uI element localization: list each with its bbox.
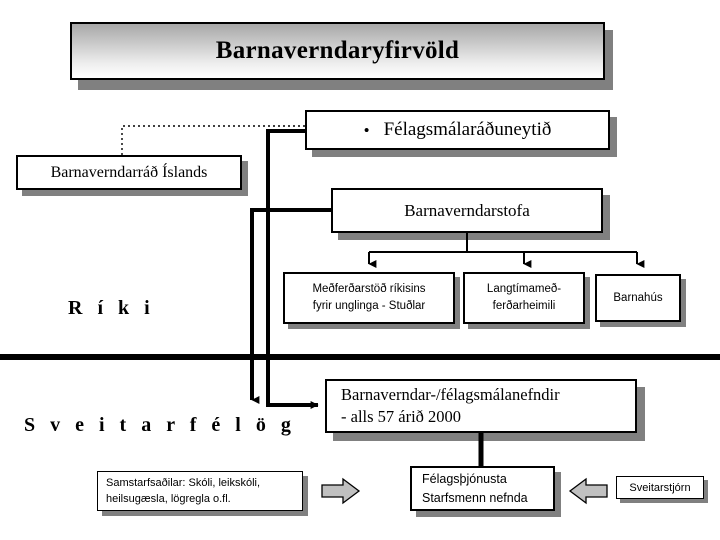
partners-shadow	[102, 511, 308, 516]
node-council-label: Barnaverndarráð Íslands	[50, 163, 208, 181]
node-service-line1: Félagsþjónusta	[422, 472, 507, 487]
node-service[interactable]: Félagsþjónusta Starfsmenn nefnda	[410, 466, 555, 511]
node-municipal-council-label: Sveitarstjórn	[629, 481, 691, 494]
dotted-connector-council-ministry	[121, 125, 305, 155]
block-arrow-left-icon	[568, 477, 608, 505]
page-title-text: Barnaverndaryfirvöld	[215, 37, 460, 64]
node-agency-label: Barnaverndarstofa	[404, 200, 530, 220]
node-institution-3[interactable]: Barnahús	[595, 274, 681, 322]
institution-2-shadow	[468, 324, 590, 329]
node-committees[interactable]: Barnaverndar-/félagsmálanefndir - alls 5…	[325, 379, 637, 433]
page-title: Barnaverndaryfirvöld	[70, 22, 605, 80]
node-service-content: Félagsþjónusta Starfsmenn nefnda	[422, 470, 528, 506]
node-agency[interactable]: Barnaverndarstofa	[331, 188, 603, 233]
committees-shadow-side	[637, 387, 645, 441]
institution-1-shadow	[288, 324, 460, 329]
service-shadow-side	[555, 472, 561, 517]
node-institution-1-line2: fyrir unglinga - Stuðlar	[312, 300, 426, 312]
agency-shadow-side	[603, 195, 610, 240]
service-shadow	[416, 511, 561, 517]
node-service-line2: Starfsmenn nefnda	[422, 490, 528, 505]
title-shadow	[78, 80, 613, 90]
node-institution-1-line1: Meðferðarstöð ríkisins	[312, 283, 426, 296]
municipal-council-shadow-side	[704, 480, 708, 503]
node-institution-2-content: Langtímameð- ferðarheimili	[487, 281, 561, 314]
title-shadow-side	[605, 30, 613, 88]
node-council[interactable]: Barnaverndarráð Íslands	[16, 155, 242, 190]
node-partners[interactable]: Samstarfsaðilar: Skóli, leikskóli, heils…	[97, 471, 303, 511]
node-committees-content: Barnaverndar-/félagsmálanefndir - alls 5…	[341, 384, 560, 429]
section-label-state: R í k i	[68, 297, 155, 319]
state-municipal-divider	[0, 354, 720, 360]
council-shadow-side	[242, 161, 248, 196]
node-institution-2-line1: Langtímameð-	[486, 283, 562, 296]
institution-3-shadow	[600, 322, 686, 327]
bullet-icon: •	[363, 120, 370, 140]
council-shadow	[22, 190, 248, 196]
node-committees-line2: - alls 57 árið 2000	[341, 407, 462, 426]
ministry-shadow	[312, 150, 617, 157]
block-arrow-right-icon	[321, 477, 361, 505]
agency-shadow	[338, 233, 610, 240]
node-ministry[interactable]: • Félagsmálaráðuneytið	[305, 110, 610, 150]
node-institution-1-content: Meðferðarstöð ríkisins fyrir unglinga - …	[312, 281, 425, 314]
partners-shadow-side	[303, 476, 308, 516]
ministry-shadow-side	[610, 117, 617, 157]
connector-ministry-to-committees	[266, 129, 319, 409]
node-partners-line2: heilsugæsla, lögregla o.fl.	[106, 493, 231, 505]
node-institution-2-line2: ferðarheimili	[492, 300, 556, 312]
node-partners-line1: Samstarfsaðilar: Skóli, leikskóli,	[106, 476, 261, 489]
node-institution-1[interactable]: Meðferðarstöð ríkisins fyrir unglinga - …	[283, 272, 455, 324]
node-municipal-council[interactable]: Sveitarstjórn	[616, 476, 704, 499]
section-label-municipalities: S v e i t a r f é l ö g	[24, 414, 296, 436]
node-partners-content: Samstarfsaðilar: Skóli, leikskóli, heils…	[106, 475, 260, 508]
node-institution-2[interactable]: Langtímameð- ferðarheimili	[463, 272, 585, 324]
institution-2-shadow-side	[585, 277, 590, 329]
municipal-council-shadow	[620, 499, 708, 503]
node-ministry-content: • Félagsmálaráðuneytið	[364, 119, 552, 141]
committees-shadow	[333, 433, 645, 441]
node-institution-3-label: Barnahús	[613, 291, 663, 304]
institution-1-shadow-side	[455, 277, 460, 329]
node-committees-line1: Barnaverndar-/félagsmálanefndir	[341, 384, 560, 404]
node-ministry-label: Félagsmálaráðuneytið	[383, 119, 552, 140]
institution-3-shadow-side	[681, 279, 686, 327]
